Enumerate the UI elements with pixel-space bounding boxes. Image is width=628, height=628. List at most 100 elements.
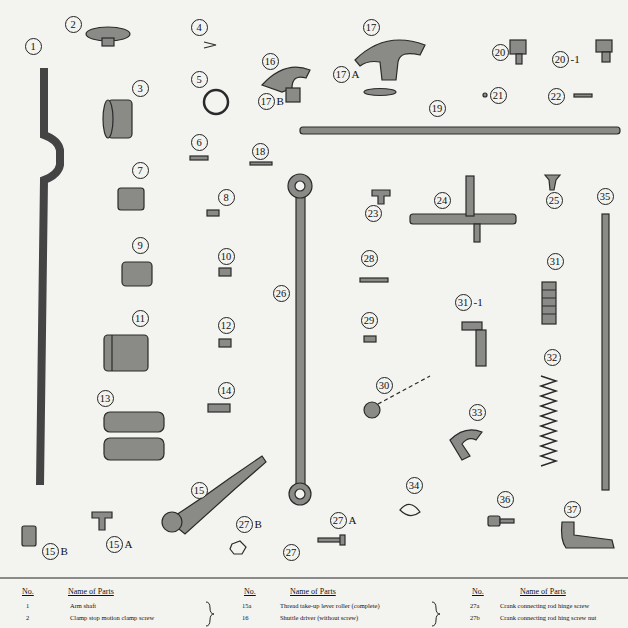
callout-circle: 35	[597, 188, 614, 205]
table-header: Name of Parts	[520, 588, 566, 596]
callout-number: 10	[219, 249, 234, 264]
callout-circle: 21	[490, 87, 507, 104]
callout-circle: 1	[25, 38, 42, 55]
table-cell: 1	[26, 602, 29, 610]
callout-number: 27	[331, 513, 346, 528]
callout-circle: 34	[406, 477, 423, 494]
table-cell: 27b	[470, 614, 480, 622]
table-cell: Crank connecting rod hinge screw	[500, 602, 589, 610]
table-header: No.	[472, 588, 484, 596]
callout-circle: 36	[497, 491, 514, 508]
callout-number: 32	[545, 350, 560, 365]
callout-circle: 31	[547, 253, 564, 270]
callout-number: 15	[192, 483, 207, 498]
callout-circle: 9	[132, 237, 149, 254]
callout-number: 33	[470, 405, 485, 420]
callout-suffix: A	[352, 67, 360, 82]
table-header: Name of Parts	[290, 588, 336, 596]
callout-number: 37	[565, 502, 580, 517]
callout-circle: 29	[361, 312, 378, 329]
callout-number: 20	[493, 45, 508, 60]
callout-number: 9	[133, 238, 148, 253]
callout-number: 22	[549, 89, 564, 104]
table-cell: Thread take-up lever roller (complete)	[280, 602, 380, 610]
callout-number: 11	[133, 311, 148, 326]
callout-circle: 11	[132, 310, 149, 327]
callout-number: 31	[548, 254, 563, 269]
callout-suffix: A	[125, 537, 133, 552]
callout-circle: 16	[262, 53, 279, 70]
callout-suffix: B	[277, 94, 284, 109]
callout-circle: 3	[132, 80, 149, 97]
callout-circle: 15	[191, 482, 208, 499]
callout-circle: 7	[132, 162, 149, 179]
callout-number: 5	[192, 72, 207, 87]
callout-circle: 22	[548, 88, 565, 105]
callout-suffix: -1	[571, 52, 580, 67]
callout-number: 30	[377, 378, 392, 393]
callout-number: 12	[219, 318, 234, 333]
callout-circle: 20	[492, 44, 509, 61]
callout-number: 27	[284, 545, 299, 560]
callout-number: 4	[192, 20, 207, 35]
callout-number: 25	[547, 193, 562, 208]
callout-circle: 8	[218, 189, 235, 206]
table-cell: 16	[242, 614, 249, 622]
callout-circle: 12	[218, 317, 235, 334]
table-cell: Shuttle driver (without screw)	[280, 614, 358, 622]
callout-circle: 10	[218, 248, 235, 265]
callout-number: 26	[274, 286, 289, 301]
callout-circle: 19	[429, 100, 446, 117]
table-cell: 27a	[470, 602, 479, 610]
table-header: Name of Parts	[68, 588, 114, 596]
table-header: No.	[22, 588, 34, 596]
table-cell: 2	[26, 614, 29, 622]
callout-circle: 17B	[258, 93, 275, 110]
callout-number: 16	[263, 54, 278, 69]
callout-suffix: B	[61, 544, 68, 559]
table-cell: Crank connecting rod hing screw nut	[500, 614, 596, 622]
callout-circle: 27A	[330, 512, 347, 529]
callout-suffix: B	[255, 517, 262, 532]
callout-circle: 24	[434, 192, 451, 209]
callout-number: 31	[456, 295, 471, 310]
callout-circle: 25	[546, 192, 563, 209]
callout-number: 17	[259, 94, 274, 109]
callout-number: 21	[491, 88, 506, 103]
callout-number: 6	[192, 135, 207, 150]
callout-number: 13	[98, 391, 113, 406]
callout-number: 28	[362, 251, 377, 266]
callout-number: 36	[498, 492, 513, 507]
callout-number: 20	[553, 52, 568, 67]
callout-circle: 14	[218, 382, 235, 399]
callout-number: 17	[334, 67, 349, 82]
callout-number: 17	[364, 20, 379, 35]
callout-circle: 20-1	[552, 51, 569, 68]
callout-circle: 32	[544, 349, 561, 366]
callout-number: 35	[598, 189, 613, 204]
table-cell: Clamp stop motion clamp screw	[70, 614, 154, 622]
callout-number: 7	[133, 163, 148, 178]
callout-circle: 30	[376, 377, 393, 394]
callout-circle: 26	[273, 285, 290, 302]
callout-circle: 15B	[42, 543, 59, 560]
callout-number: 19	[430, 101, 445, 116]
callout-suffix: -1	[474, 295, 483, 310]
callout-circle: 37	[564, 501, 581, 518]
callout-number: 23	[366, 206, 381, 221]
callout-number: 34	[407, 478, 422, 493]
callout-circle: 18	[252, 143, 269, 160]
callout-circle: 4	[191, 19, 208, 36]
callout-circle: 13	[97, 390, 114, 407]
callout-circle: 27B	[236, 516, 253, 533]
callout-number: 29	[362, 313, 377, 328]
callout-number: 14	[219, 383, 234, 398]
callout-number: 27	[237, 517, 252, 532]
callout-number: 1	[26, 39, 41, 54]
callout-circle: 23	[365, 205, 382, 222]
table-cell: Arm shaft	[70, 602, 96, 610]
callout-number: 18	[253, 144, 268, 159]
callout-circle: 15A	[106, 536, 123, 553]
callout-number: 2	[66, 17, 81, 32]
